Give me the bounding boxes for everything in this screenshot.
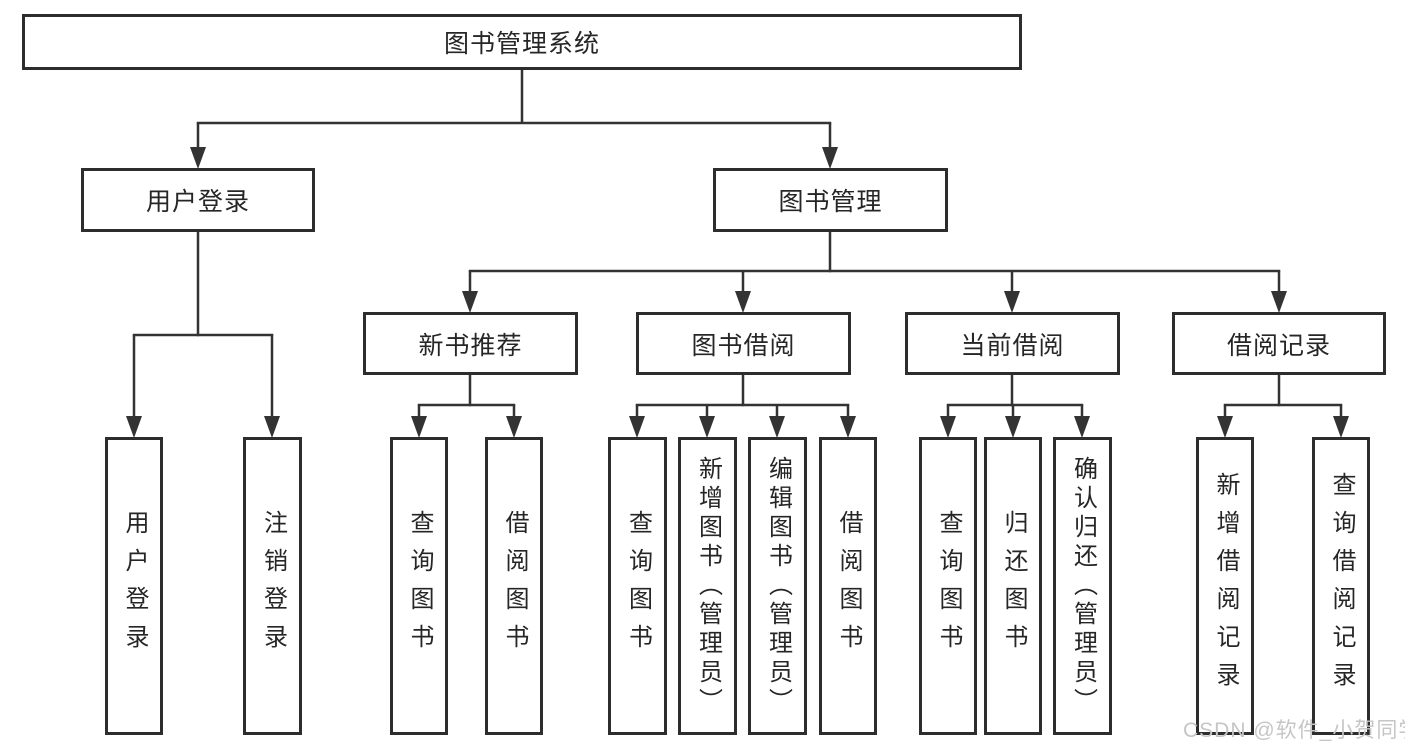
node-current-borrowing: 当前借阅 xyxy=(905,312,1120,375)
connector-root-to-level2 xyxy=(190,70,838,169)
leaf-edit-book-admin: 编辑图书（管理员） xyxy=(748,437,807,735)
leaf-borrow-books-1: 借阅图书 xyxy=(485,437,543,735)
connector-bookmgmt-level3 xyxy=(462,232,1287,313)
node-label: 借阅图书 xyxy=(835,510,862,662)
connector-current-children xyxy=(940,375,1090,438)
node-book-management: 图书管理 xyxy=(713,168,948,232)
node-borrowing-records: 借阅记录 xyxy=(1172,312,1386,375)
node-label: 用户登录 xyxy=(145,188,250,216)
leaf-user-login: 用户登录 xyxy=(105,437,163,735)
node-label: 查询图书 xyxy=(624,510,652,662)
leaf-query-books-1: 查询图书 xyxy=(390,437,448,735)
node-label: 用户登录 xyxy=(121,510,148,662)
leaf-confirm-return-admin: 确认归还（管理员） xyxy=(1053,437,1112,735)
node-label: 注销登录 xyxy=(259,510,287,662)
connector-newbook-children xyxy=(411,375,522,438)
node-label: 查询图书 xyxy=(935,510,962,662)
node-label: 新增图书（管理员） xyxy=(694,455,722,717)
csdn-watermark: CSDN @软件_小贺同学 xyxy=(1183,719,1405,742)
node-root-library-system: 图书管理系统 xyxy=(22,14,1022,70)
node-label: 查询借阅记录 xyxy=(1328,472,1355,700)
node-label: 新增借阅记录 xyxy=(1212,472,1239,700)
node-label: 编辑图书（管理员） xyxy=(764,455,792,717)
node-book-borrowing: 图书借阅 xyxy=(636,312,851,375)
node-label: 查询图书 xyxy=(406,510,433,662)
connector-record-children xyxy=(1217,375,1349,438)
node-label: 确认归还（管理员） xyxy=(1069,455,1097,717)
node-user-login: 用户登录 xyxy=(81,168,315,232)
connector-borrow-children xyxy=(629,375,856,438)
node-new-book-recommend: 新书推荐 xyxy=(363,312,578,375)
node-label: 新书推荐 xyxy=(418,331,523,360)
leaf-add-book-admin: 新增图书（管理员） xyxy=(678,437,737,735)
leaf-query-books-3: 查询图书 xyxy=(919,437,977,735)
node-label: 图书借阅 xyxy=(691,331,796,360)
leaf-borrow-books-2: 借阅图书 xyxy=(819,437,877,735)
node-label: 图书管理 xyxy=(778,188,883,216)
leaf-logout: 注销登录 xyxy=(243,437,302,735)
node-label: 当前借阅 xyxy=(960,331,1065,360)
node-label: 借阅记录 xyxy=(1226,331,1331,360)
node-label: 图书管理系统 xyxy=(443,30,600,58)
node-label: 借阅图书 xyxy=(501,510,528,662)
connector-userlogin-children xyxy=(126,232,280,438)
leaf-query-borrow-record: 查询借阅记录 xyxy=(1312,437,1370,735)
leaf-query-books-2: 查询图书 xyxy=(608,437,667,735)
leaf-add-borrow-record: 新增借阅记录 xyxy=(1196,437,1254,735)
leaf-return-books: 归还图书 xyxy=(984,437,1042,735)
node-label: 归还图书 xyxy=(1000,510,1027,662)
